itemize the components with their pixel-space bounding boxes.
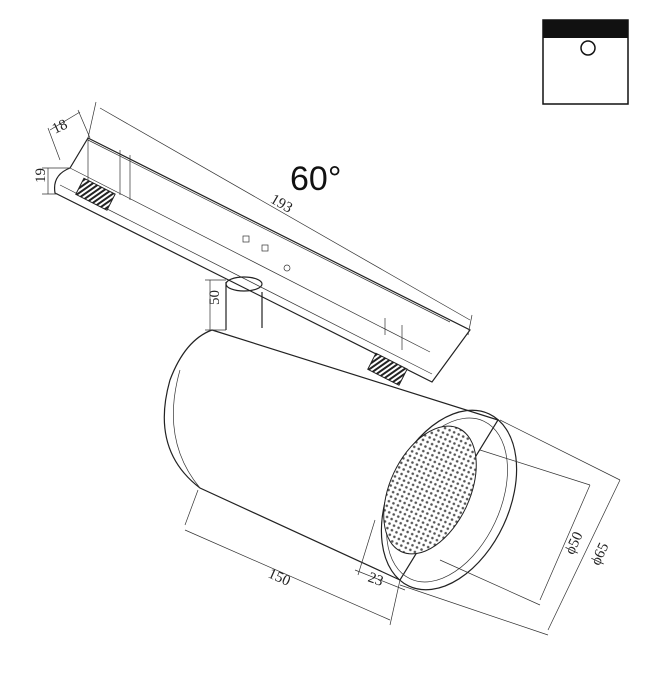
dimension-lines (42, 101, 621, 636)
dim-stem-height: 50 (207, 290, 223, 305)
dim-outer-diameter: ϕ65 (588, 540, 612, 568)
honeycomb-lens (383, 425, 477, 555)
angle-label: 60° (290, 160, 341, 198)
stem (225, 276, 263, 330)
dim-rail-width: 18 (50, 117, 70, 138)
track-rail (53, 137, 471, 386)
connector-right (367, 352, 408, 386)
connector-left (75, 177, 116, 211)
dim-recess-depth: 23 (366, 570, 386, 590)
dim-body-length: 150 (266, 566, 293, 590)
dim-rail-height: 19 (33, 168, 49, 183)
ceiling-mount-icon (542, 19, 629, 105)
dim-inner-diameter: ϕ50 (562, 530, 586, 558)
lamp-body (163, 329, 518, 591)
